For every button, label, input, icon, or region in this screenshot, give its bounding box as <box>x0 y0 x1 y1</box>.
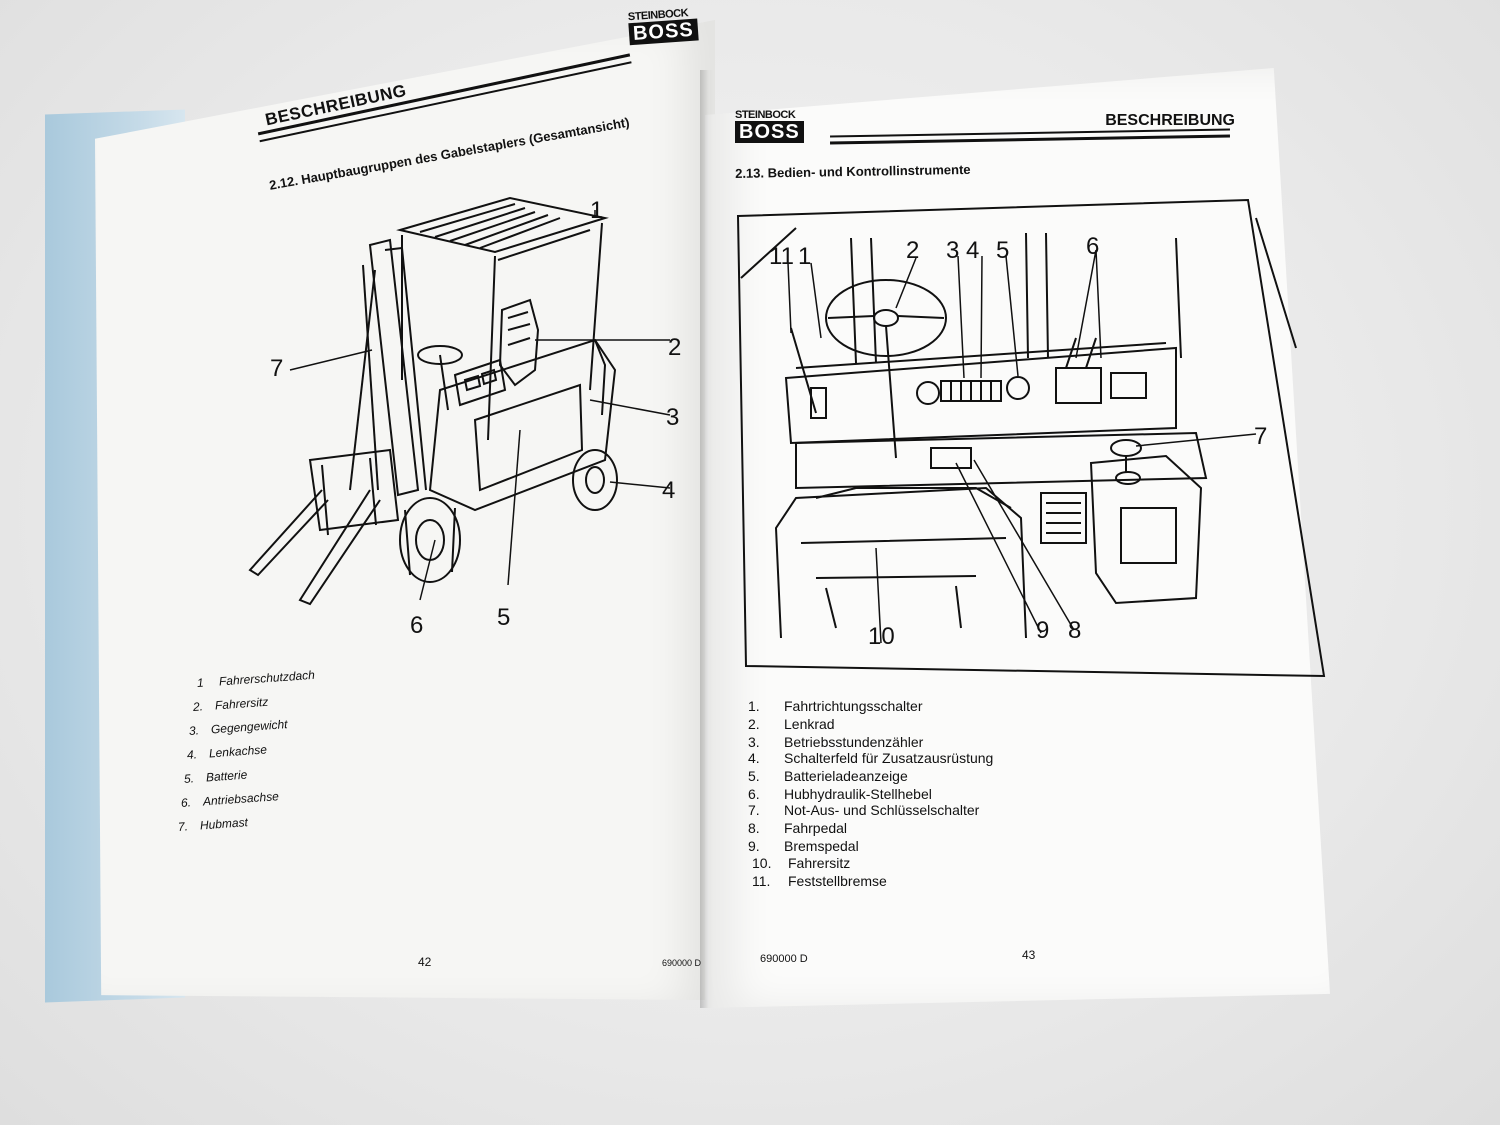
legend-label: Gegengewicht <box>210 717 288 737</box>
legend-num: 2. <box>748 716 760 732</box>
callout-6: 6 <box>1086 233 1099 260</box>
legend-label: Antriebsachse <box>202 789 280 809</box>
legend-num: 1. <box>748 698 760 714</box>
legend-label: Batterieladeanzeige <box>784 768 908 784</box>
legend-item: 5. Batterie <box>184 768 248 786</box>
callout-9: 9 <box>1036 617 1049 644</box>
legend-num: 5. <box>183 771 195 786</box>
book-gutter <box>700 70 714 1008</box>
legend-label: Hubhydraulik-Stellhebel <box>784 786 932 802</box>
legend-item: 1 Fahrerschutzdach <box>197 668 316 690</box>
legend-num: 5. <box>748 768 760 784</box>
steinbock-boss-logo: STEINBOCK BOSS <box>735 110 804 143</box>
legend-label: Schalterfeld für Zusatzausrüstung <box>784 750 994 766</box>
legend-item: 6. Antriebsachse <box>181 789 280 810</box>
callout-8: 8 <box>1068 617 1081 644</box>
legend-label: Fahrersitz <box>788 855 851 871</box>
forklift-overview-figure: 1 2 3 4 5 6 7 <box>248 196 681 639</box>
legend-item: 10. Fahrersitz <box>752 855 850 871</box>
right-doc-code: 690000 D <box>760 953 808 965</box>
callout-1: 1 <box>798 243 811 270</box>
legend-item: 2. Lenkrad <box>748 716 835 732</box>
legend-num: 3. <box>748 734 760 750</box>
callout-10: 10 <box>868 623 895 650</box>
logo-text-top: STEINBOCK <box>735 109 796 121</box>
legend-num: 7. <box>748 802 760 818</box>
legend-item: 11. Feststellbremse <box>752 873 887 889</box>
legend-item: 5. Batterieladeanzeige <box>748 768 908 784</box>
legend-label: Fahrpedal <box>784 820 848 836</box>
legend-num: 9. <box>748 838 760 854</box>
legend-label: Not-Aus- und Schlüsselschalter <box>784 802 980 818</box>
callout-2: 2 <box>906 237 919 264</box>
legend-item: 4. Schalterfeld für Zusatzausrüstung <box>748 750 993 766</box>
legend-label: Fahrersitz <box>214 694 269 713</box>
legend-num: 7. <box>177 819 189 834</box>
legend-num: 6. <box>748 786 760 802</box>
callout-11: 11 <box>769 243 794 270</box>
callout-5: 5 <box>996 237 1009 264</box>
right-header-title: BESCHREIBUNG <box>1105 112 1235 129</box>
legend-label: Fahrtrichtungsschalter <box>784 698 923 714</box>
legend-label: Batterie <box>205 767 248 785</box>
callout-5: 5 <box>497 604 510 631</box>
callout-1: 1 <box>590 197 603 224</box>
left-page-number: 42 <box>418 955 432 969</box>
legend-item: 7. Hubmast <box>178 815 249 834</box>
callout-6: 6 <box>410 612 423 639</box>
legend-label: Bremspedal <box>784 838 859 854</box>
legend-num: 4. <box>186 747 198 762</box>
legend-item: 8. Fahrpedal <box>748 820 847 836</box>
callout-2: 2 <box>668 334 681 361</box>
left-doc-code: 690000 D <box>662 958 702 968</box>
legend-label: Lenkrad <box>784 716 835 732</box>
legend-item: 6. Hubhydraulik-Stellhebel <box>748 786 932 802</box>
legend-num: 10. <box>752 855 772 871</box>
legend-label: Hubmast <box>199 815 249 833</box>
callout-7: 7 <box>270 355 283 382</box>
legend-num: 11. <box>752 873 771 889</box>
legend-num: 8. <box>748 820 760 836</box>
legend-num: 2. <box>192 699 204 714</box>
callout-4: 4 <box>966 237 979 264</box>
steinbock-boss-logo: STEINBOCK BOSS <box>628 7 699 46</box>
legend-item: 3. Gegengewicht <box>189 717 288 738</box>
callout-4: 4 <box>662 477 675 504</box>
callout-7: 7 <box>1254 423 1267 450</box>
legend-item: 7. Not-Aus- und Schlüsselschalter <box>748 802 979 818</box>
right-page-header: STEINBOCK BOSS BESCHREIBUNG <box>735 110 1235 160</box>
left-page-header: BESCHREIBUNG STEINBOCK BOSS <box>250 0 703 152</box>
legend-item: 1. Fahrtrichtungsschalter <box>748 698 923 714</box>
callout-3: 3 <box>666 404 679 431</box>
legend-label: Fahrerschutzdach <box>218 667 316 689</box>
legend-num: 6. <box>180 795 192 810</box>
logo-text-bottom: BOSS <box>628 18 699 46</box>
callout-3: 3 <box>946 237 959 264</box>
legend-num: 3. <box>188 723 200 738</box>
legend-label: Betriebsstundenzähler <box>784 734 924 750</box>
legend-label: Feststellbremse <box>788 873 887 889</box>
right-page-number: 43 <box>1022 948 1036 962</box>
legend-num: 4. <box>748 750 760 766</box>
logo-text-bottom: BOSS <box>735 121 804 143</box>
legend-item: 3. Betriebsstundenzähler <box>748 734 923 750</box>
controls-figure: 11 1 2 3 4 5 6 7 8 9 10 <box>736 198 1326 678</box>
legend-item: 9. Bremspedal <box>748 838 859 854</box>
legend-item: 2. Fahrersitz <box>193 695 269 714</box>
right-page <box>705 68 1330 1008</box>
legend-num: 1 <box>196 675 205 690</box>
legend-item: 4. Lenkachse <box>187 742 268 762</box>
legend-label: Lenkachse <box>208 742 268 761</box>
